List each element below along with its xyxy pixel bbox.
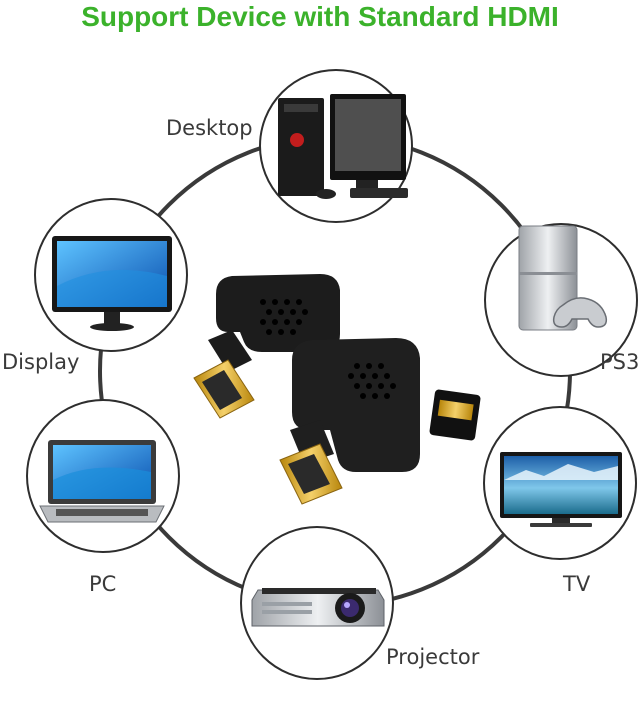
television-icon [483,406,637,560]
device-label-desktop: Desktop [166,116,253,140]
device-label-tv: TV [563,572,591,596]
page-title: Support Device with Standard HDMI [81,1,559,32]
hdmi-right-angle-adapter-icon [193,274,481,505]
device-label-projector: Projector [386,645,480,669]
game-console-icon [484,223,638,377]
monitor-icon [34,198,188,352]
device-label-ps3: PS3 [600,350,640,374]
device-diagram [26,69,638,680]
projector-icon [240,526,394,680]
desktop-computer-icon [259,69,413,223]
device-label-pc: PC [89,572,117,596]
infographic: Support Device with Standard HDMI [2,1,640,680]
laptop-icon [26,399,180,553]
device-label-display: Display [2,350,80,374]
